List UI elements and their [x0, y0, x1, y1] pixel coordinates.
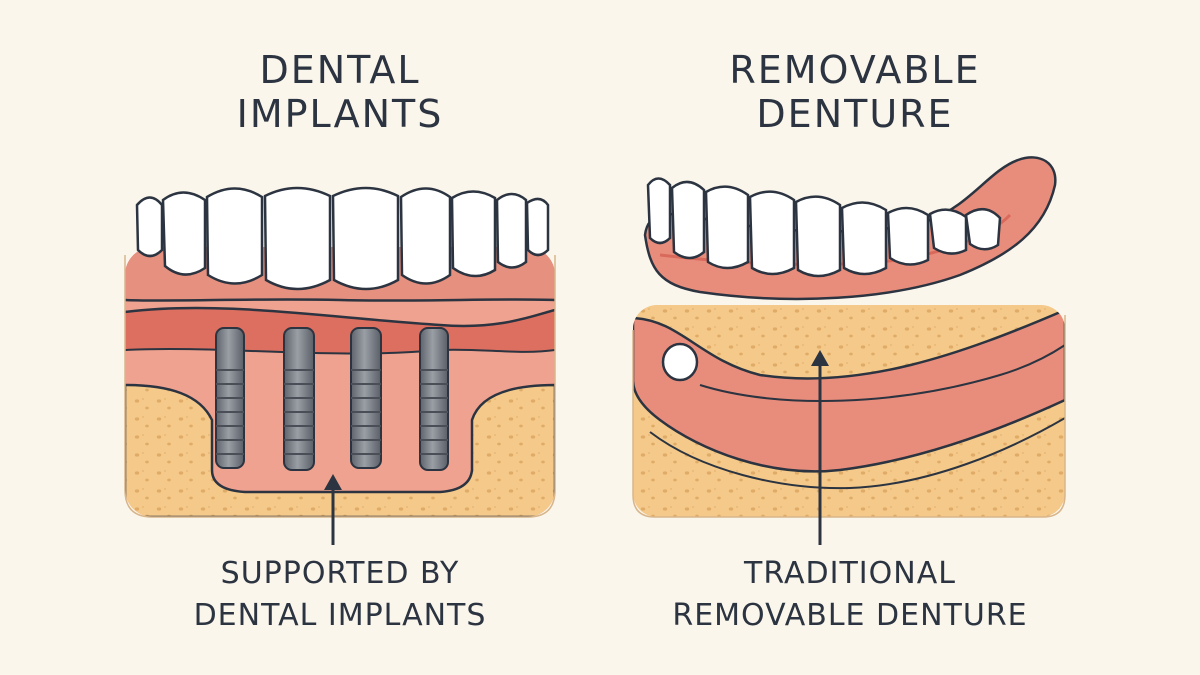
caption-line: TRADITIONAL [744, 556, 956, 591]
title-line: IMPLANTS [236, 92, 444, 136]
upper-teeth [135, 186, 550, 291]
caption-line: REMOVABLE DENTURE [672, 598, 1028, 633]
implant-posts [215, 327, 449, 471]
implant-post [215, 327, 245, 469]
implant-post [283, 327, 315, 471]
denture-plate [643, 156, 1057, 301]
implant-caption: SUPPORTED BY DENTAL IMPLANTS [125, 553, 555, 637]
denture-jaw-diagram [632, 156, 1066, 545]
title-line: REMOVABLE [729, 48, 981, 92]
implant-post [419, 327, 449, 471]
implant-post [350, 327, 382, 469]
implant-pointer-arrow [324, 474, 342, 545]
title-line: DENTURE [756, 92, 954, 136]
removable-denture-title: REMOVABLE DENTURE [605, 48, 1105, 136]
dental-implants-title: DENTAL IMPLANTS [125, 48, 555, 136]
gum-ridge [633, 308, 1065, 473]
title-line: DENTAL [259, 48, 421, 92]
remaining-tooth [661, 342, 699, 382]
implant-jaw-diagram [124, 186, 556, 545]
jaw-bone [125, 383, 555, 517]
caption-line: DENTAL IMPLANTS [193, 598, 487, 633]
denture-caption: TRADITIONAL REMOVABLE DENTURE [600, 553, 1100, 637]
denture-pointer-arrow [811, 350, 829, 545]
caption-line: SUPPORTED BY [220, 556, 460, 591]
denture-teeth [646, 177, 1002, 278]
